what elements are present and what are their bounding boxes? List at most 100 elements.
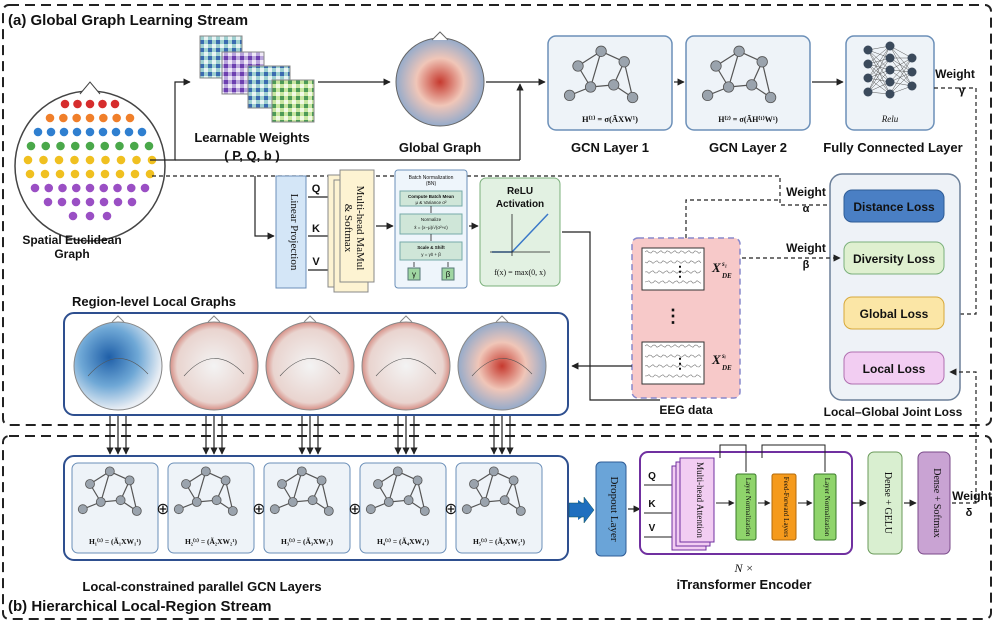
fc-edge <box>867 49 891 95</box>
graph-edge <box>321 480 330 512</box>
electrode-dot <box>110 99 120 109</box>
eeg-waveforms <box>644 250 702 378</box>
graph-node <box>392 466 403 477</box>
graph-edge <box>728 51 740 88</box>
dense-softmax-box <box>917 451 951 555</box>
eeg-wave <box>644 250 702 254</box>
fc-edge <box>867 69 891 93</box>
graph-edge <box>761 61 772 98</box>
feed-forward-box <box>771 473 797 541</box>
electrode-dot <box>55 141 66 151</box>
linear-projection-box <box>275 175 307 289</box>
graph-node <box>95 497 106 507</box>
region-topomap-head <box>457 321 547 411</box>
electrode-dot <box>40 169 50 179</box>
graph-node <box>77 504 88 515</box>
electrode-dot <box>85 127 95 137</box>
bn-gamma: γ <box>412 270 416 279</box>
fc-relu-label: Relu <box>881 114 899 124</box>
graph-edge <box>484 471 495 503</box>
fc-edge <box>889 69 913 87</box>
eeg-wave <box>644 280 702 284</box>
k-label: K <box>312 223 320 235</box>
fc-neuron <box>863 45 873 55</box>
region-topomap-head <box>169 321 259 411</box>
electrode-dot <box>99 141 110 151</box>
electrode-dot <box>71 197 81 207</box>
graph-node <box>220 475 231 486</box>
topomap-contour <box>279 358 341 377</box>
weight-gamma-symbol: γ <box>959 83 966 97</box>
graph-node <box>227 506 238 516</box>
electrode-dot <box>99 197 109 207</box>
parallel-gcn-label: Local-constrained parallel GCN Layers <box>82 579 321 594</box>
eeg-xi-sup: sᵢ <box>721 352 726 360</box>
gcn-layer1-graph <box>563 45 639 104</box>
bn-step3-label: Scale & Shift <box>417 245 445 250</box>
graph-node <box>277 479 287 489</box>
fc-edge <box>889 71 913 95</box>
graph-node <box>722 81 735 93</box>
electrode-dot <box>85 113 95 123</box>
local-gcn-formula: H₅⁽¹⁾ = (Ã₅XW₅¹) <box>473 537 526 546</box>
electrode-dot <box>57 197 67 207</box>
graph-edge <box>623 61 634 98</box>
electrode-dot <box>68 211 78 221</box>
enc-v-label: V <box>649 523 656 534</box>
spatial-graph-label-2: Graph <box>54 247 89 261</box>
fc-edge <box>867 45 891 65</box>
graph-node <box>746 79 758 91</box>
weight-delta-symbol: δ <box>966 507 973 519</box>
graph-node <box>469 479 479 489</box>
fc-edge <box>889 57 913 87</box>
electrode-dot <box>33 127 43 137</box>
graph-node <box>515 506 526 516</box>
fc-neuron <box>885 41 895 51</box>
graph-node <box>323 506 334 516</box>
bn-step3 <box>399 241 463 261</box>
head-nose <box>111 315 125 323</box>
eeg-wave <box>644 374 702 378</box>
arrow-to-weights <box>150 78 191 161</box>
bn-title-2: (BN) <box>426 181 437 187</box>
global-loss-box <box>843 296 945 330</box>
diversity-loss-label: Diversity Loss <box>853 252 935 266</box>
feed-forward-label: Feed-Forward Layers <box>782 477 790 538</box>
fc-network-icon <box>863 41 917 99</box>
fc-neuron <box>907 67 917 77</box>
weight-beta-label: Weight <box>786 241 826 255</box>
eeg-x1-sub: DE <box>721 272 732 280</box>
weight-delta-label: Weight <box>952 489 992 503</box>
eeg-dots-2: ⋮ <box>673 355 687 371</box>
graph-node <box>563 89 576 102</box>
fc-edge <box>889 45 913 73</box>
residual-lines <box>719 444 826 472</box>
graph-node <box>572 60 584 72</box>
qkv-lines <box>308 196 328 271</box>
graph-edge <box>225 480 234 512</box>
bn-step3-formula: y = γx̂ + β <box>421 252 441 257</box>
electrode-dot <box>126 183 137 193</box>
graph-node <box>104 466 115 477</box>
weight-alpha-symbol: α <box>803 203 810 215</box>
eeg-dots-1: ⋮ <box>673 263 687 279</box>
fc-neuron <box>863 59 873 69</box>
electrode-dot <box>85 197 95 207</box>
topomap-contour <box>375 358 437 377</box>
fc-neuron <box>907 81 917 91</box>
graph-node <box>383 497 394 507</box>
fc-edge <box>867 57 891 79</box>
electrode-dot <box>112 183 123 193</box>
electrode-dot <box>40 141 51 151</box>
electrode-dot <box>85 99 95 109</box>
fc-neuron <box>885 65 895 75</box>
graph-node <box>419 506 430 516</box>
electrode-dot <box>26 141 36 151</box>
graph-node <box>316 475 327 486</box>
graph-node <box>296 466 307 477</box>
graph-node <box>764 91 777 104</box>
electrode-dot <box>125 113 135 123</box>
graph-node <box>710 60 722 72</box>
multihead-attention-stack <box>671 457 715 551</box>
